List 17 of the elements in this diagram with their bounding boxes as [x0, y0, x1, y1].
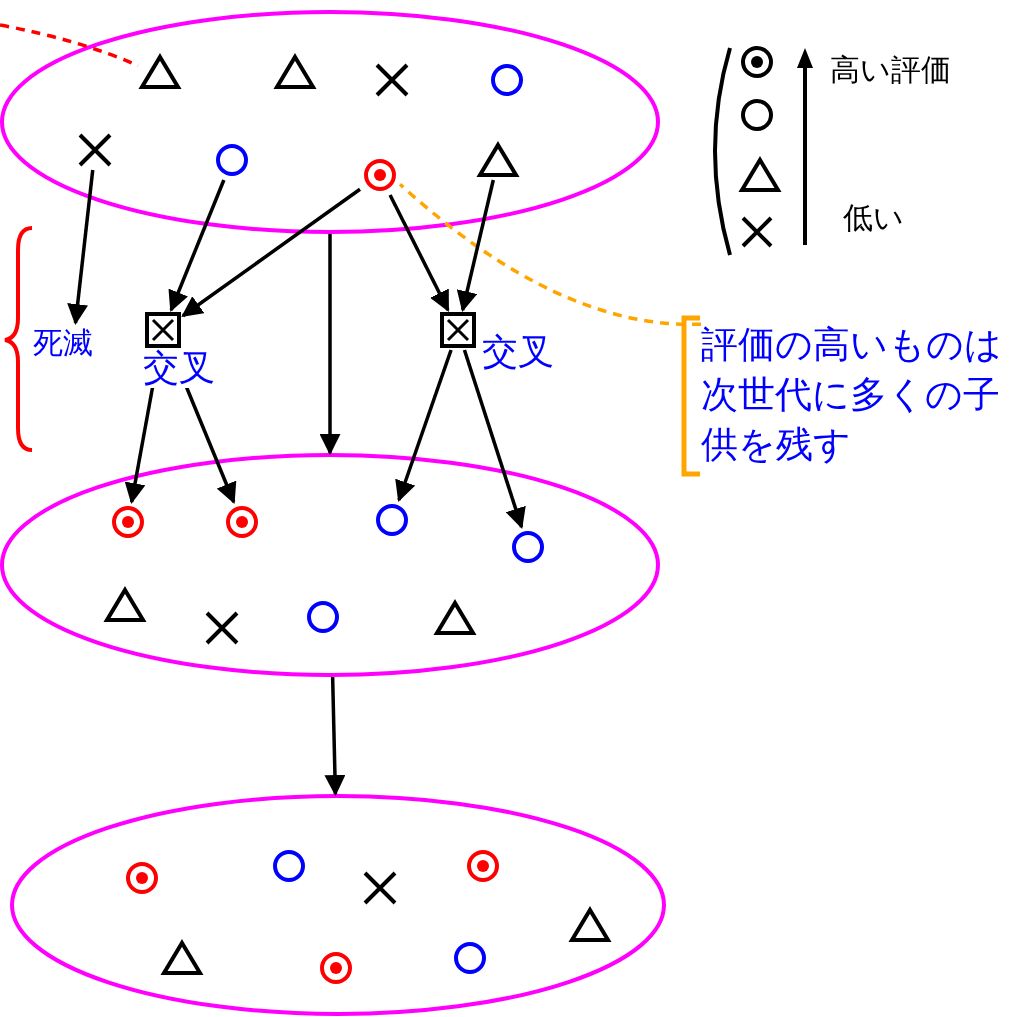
arrow	[67, 169, 95, 326]
arrow	[456, 179, 495, 313]
crossover-label: 交叉	[482, 332, 554, 372]
arrow	[324, 676, 346, 797]
crossover-label: 交叉	[143, 348, 215, 388]
arrow	[395, 349, 453, 502]
arrow	[388, 194, 450, 312]
arrow	[168, 179, 226, 312]
arrow	[319, 234, 341, 456]
arrow	[462, 349, 526, 529]
note-text: 評価の高いものは次世代に多くの子供を残す	[701, 320, 1006, 470]
leader-line	[0, 23, 139, 68]
leader-line	[398, 182, 701, 326]
arrow	[181, 187, 361, 318]
scale-label: 高い評価	[830, 51, 951, 89]
status-label: 死滅	[33, 323, 113, 367]
scale-label: 低い	[843, 199, 904, 237]
